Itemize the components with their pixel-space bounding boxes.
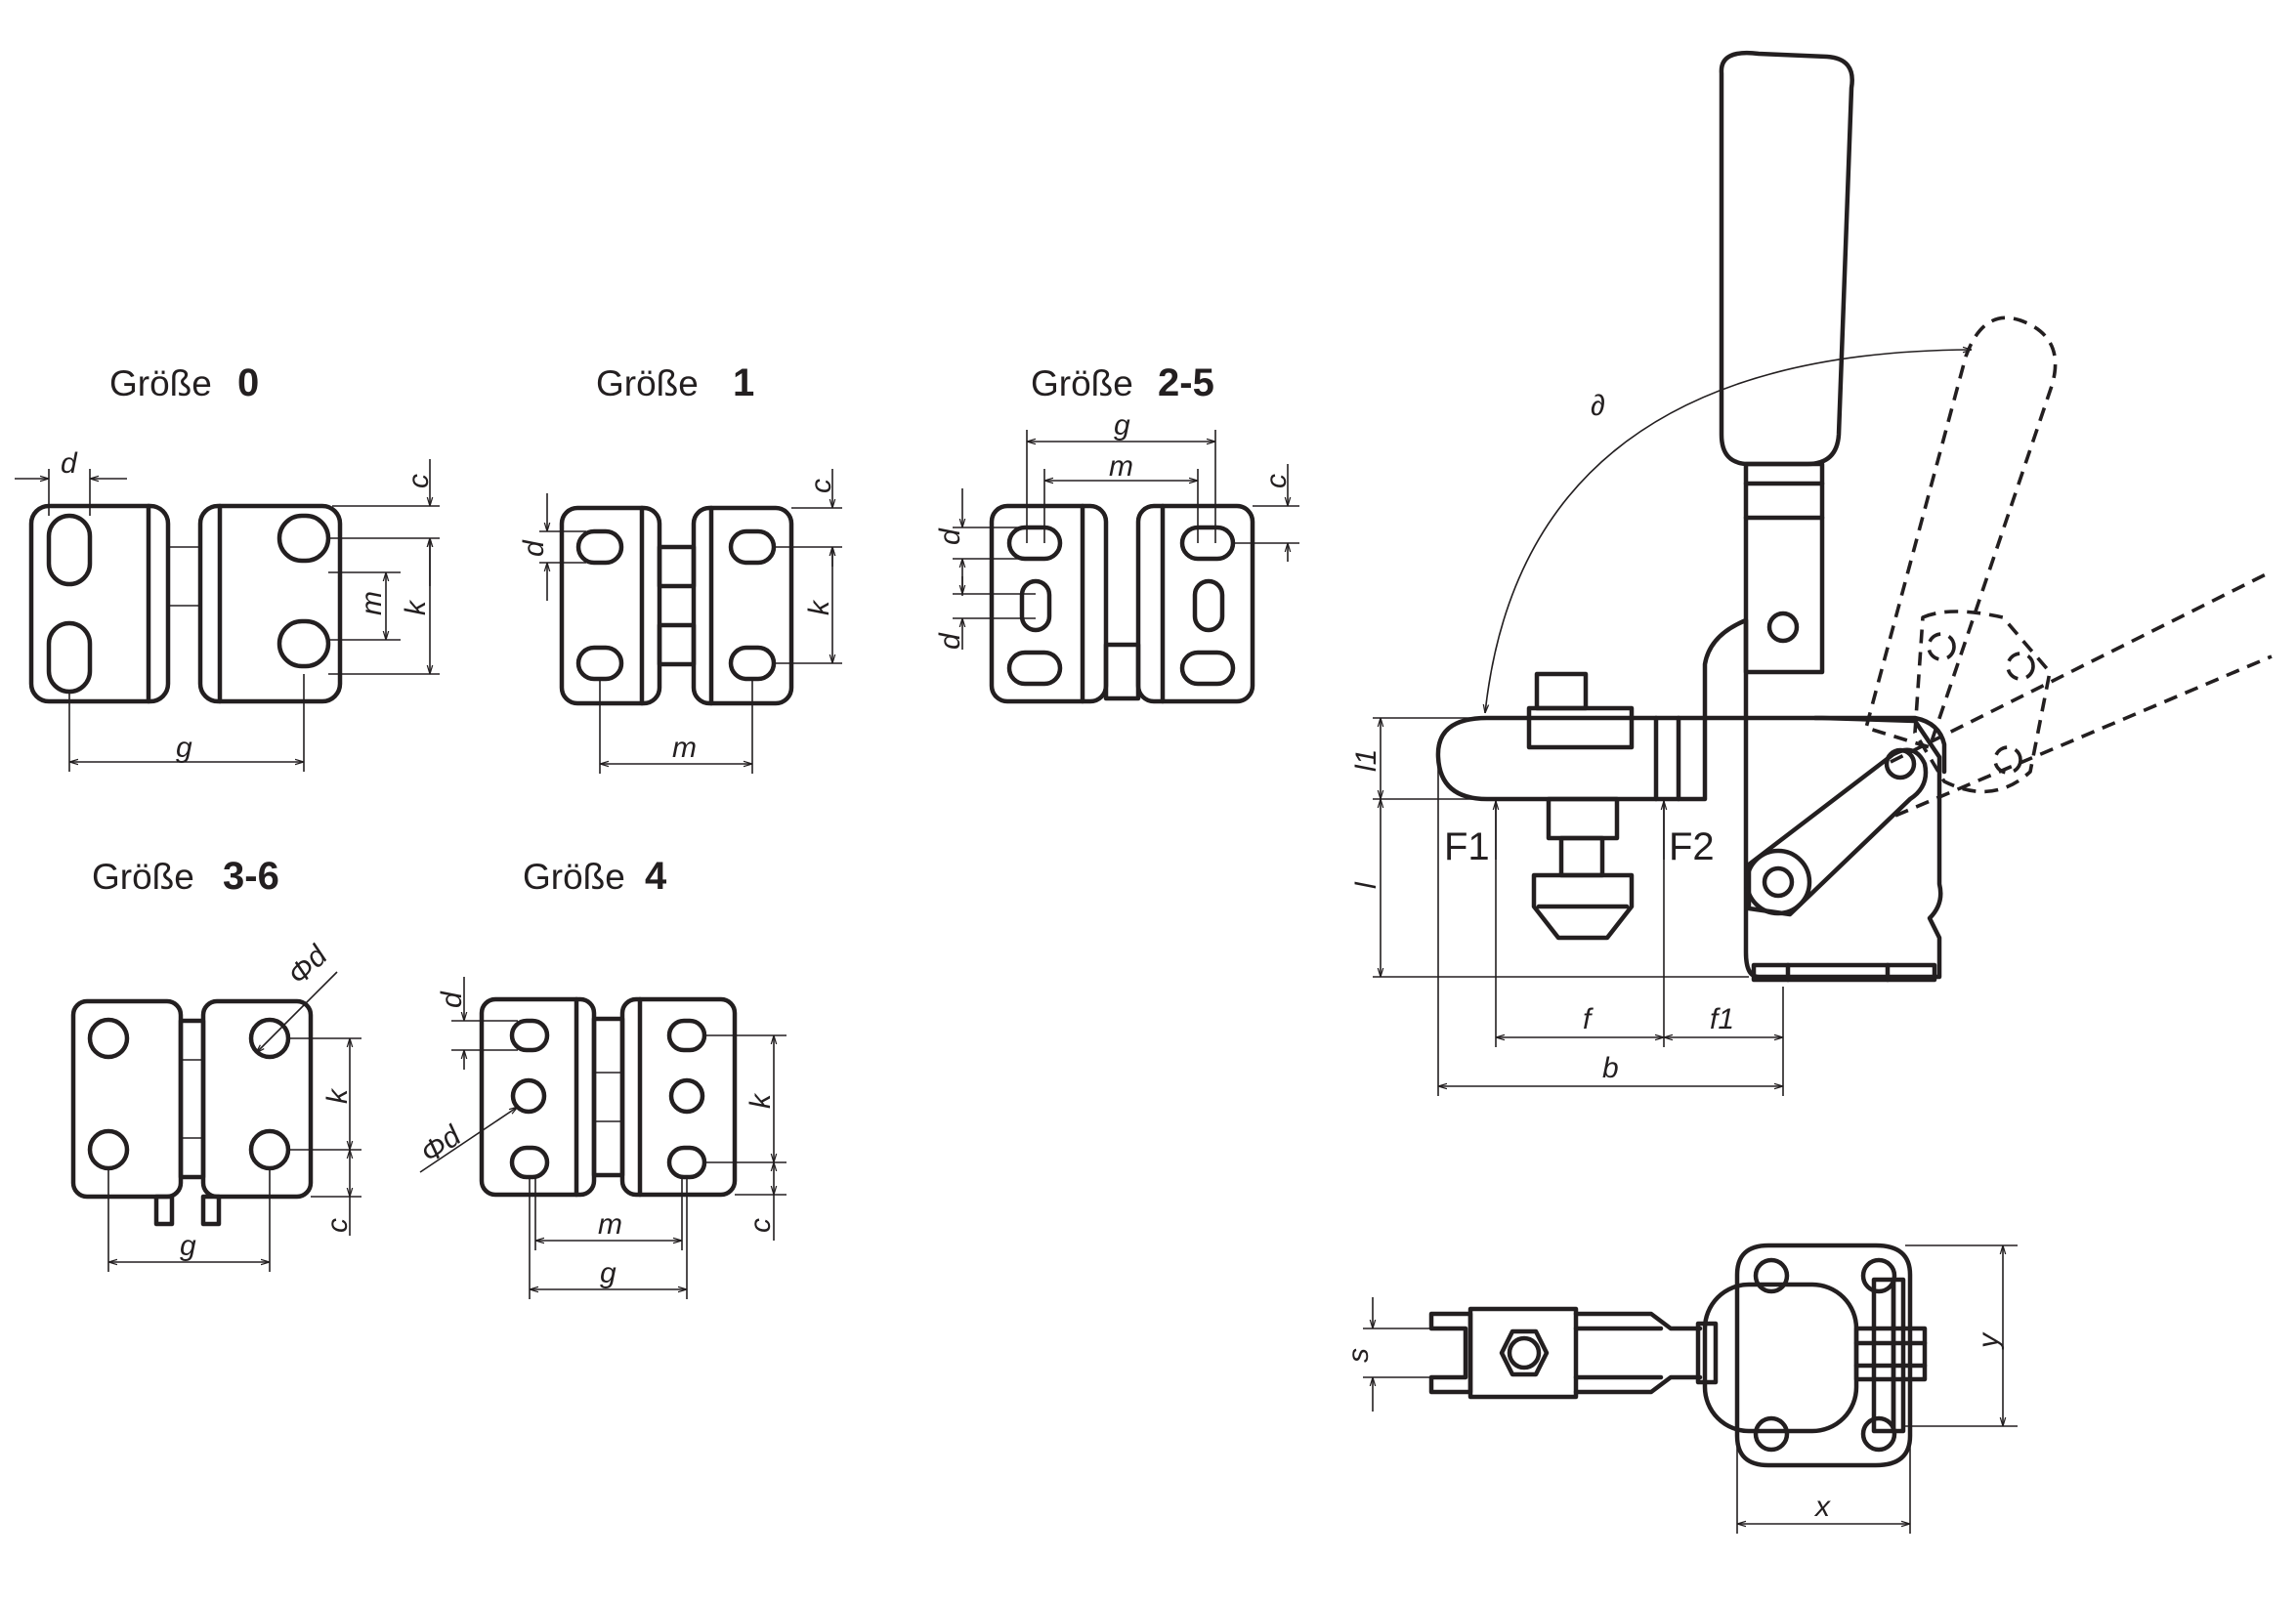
- dim-b: b: [1602, 1052, 1619, 1084]
- size-2-5-dim-d: d: [934, 527, 966, 545]
- dim-s: s: [1342, 1348, 1375, 1363]
- size-0-dim-d: d: [61, 447, 78, 480]
- size-2-5-dim-m: m: [1109, 450, 1133, 483]
- clamp-arm: [1435, 715, 1708, 802]
- clamp-top-view: s x y: [1342, 1243, 2018, 1534]
- open-handle-outline: [1864, 316, 2058, 749]
- size-4-dim-m: m: [598, 1208, 622, 1241]
- size-0-dim-k: k: [400, 599, 432, 615]
- size-0-left-leaf: [28, 503, 171, 704]
- size-3-6-dim-c: c: [321, 1218, 354, 1233]
- size-3-6-right-leaf: [200, 998, 314, 1200]
- size-1-dim-m: m: [672, 732, 697, 764]
- size-4-dim-phi-d: Φd: [415, 1119, 468, 1170]
- size-4-number: 4: [645, 855, 667, 898]
- size-0-dim-g: g: [176, 732, 192, 764]
- dim-f1: f1: [1710, 1003, 1734, 1035]
- size-2-5-dim-c: c: [1260, 474, 1293, 488]
- size-2-5-left-leaf: [989, 503, 1109, 704]
- dim-l: l: [1350, 881, 1382, 889]
- top-clamp-arm: [1467, 1306, 1579, 1400]
- size-1-dim-k: k: [803, 599, 835, 615]
- size-3-6-plate: Größe 3-6 Φd k c g: [70, 855, 361, 1272]
- size-2-5-dim-g: g: [1114, 409, 1130, 442]
- size-3-6-word: Größe: [92, 857, 194, 897]
- size-0-dim-c: c: [403, 474, 435, 488]
- top-fork: [1428, 1311, 1473, 1395]
- handle-grip: [1719, 50, 1854, 467]
- open-bar-lower: [1894, 654, 2273, 818]
- top-handle-body: [1702, 1282, 1859, 1434]
- size-2-5-word: Größe: [1031, 363, 1133, 403]
- size-3-6-dim-k: k: [321, 1087, 354, 1104]
- size-1-number: 1: [733, 361, 754, 404]
- size-4-dim-k: k: [744, 1092, 777, 1109]
- size-1-left-leaf: [559, 505, 662, 706]
- size-2-5-number: 2-5: [1158, 361, 1214, 404]
- size-4-word: Größe: [523, 857, 625, 897]
- pressure-spindle: [1531, 872, 1635, 941]
- size-0-plate: Größe 0 d c m k g: [15, 361, 440, 772]
- size-1-right-leaf: [691, 505, 794, 706]
- size-2-5-right-leaf: [1135, 503, 1255, 704]
- size-1-dim-d: d: [518, 539, 550, 557]
- size-3-6-dim-phi-d: Φd: [282, 939, 335, 991]
- size-3-6-number: 3-6: [223, 855, 279, 898]
- size-1-dim-c: c: [805, 479, 837, 493]
- size-4-plate: Größe 4 d Φd k c: [415, 855, 787, 1299]
- size-0-right-leaf: [197, 503, 343, 704]
- hex-nut: [1499, 1328, 1550, 1377]
- open-bar-upper: [1890, 569, 2273, 764]
- size-4-dim-d: d: [436, 991, 468, 1008]
- size-1-plate: Größe 1 d c k m: [518, 361, 842, 774]
- dim-alpha: ∂: [1591, 390, 1605, 422]
- dim-f: f: [1583, 1003, 1594, 1035]
- size-4-dim-g: g: [600, 1257, 617, 1289]
- dim-x: x: [1813, 1491, 1831, 1523]
- dim-l1: l1: [1350, 749, 1382, 772]
- clamp-body: [1743, 715, 1943, 980]
- size-3-6-dim-g: g: [180, 1230, 196, 1262]
- size-1-word: Größe: [596, 363, 699, 403]
- top-base-plate: [1734, 1243, 1913, 1468]
- open-link-plate: [1913, 610, 2052, 794]
- size-0-word: Größe: [109, 363, 212, 403]
- force-f1: F1: [1444, 825, 1490, 868]
- dim-y: y: [1973, 1331, 2005, 1350]
- connecting-link: [1746, 747, 1929, 917]
- force-f2: F2: [1669, 825, 1715, 868]
- clamp-side-view: ∂ l1 l F1 F2 f f1 b: [1350, 50, 2273, 1096]
- size-4-dim-c: c: [744, 1218, 777, 1233]
- size-2-5-plate: Größe 2-5 g m c d: [934, 361, 1299, 704]
- size-0-number: 0: [237, 361, 259, 404]
- size-2-5-dim-d-lower: d: [934, 632, 966, 650]
- size-0-dim-m: m: [356, 591, 388, 615]
